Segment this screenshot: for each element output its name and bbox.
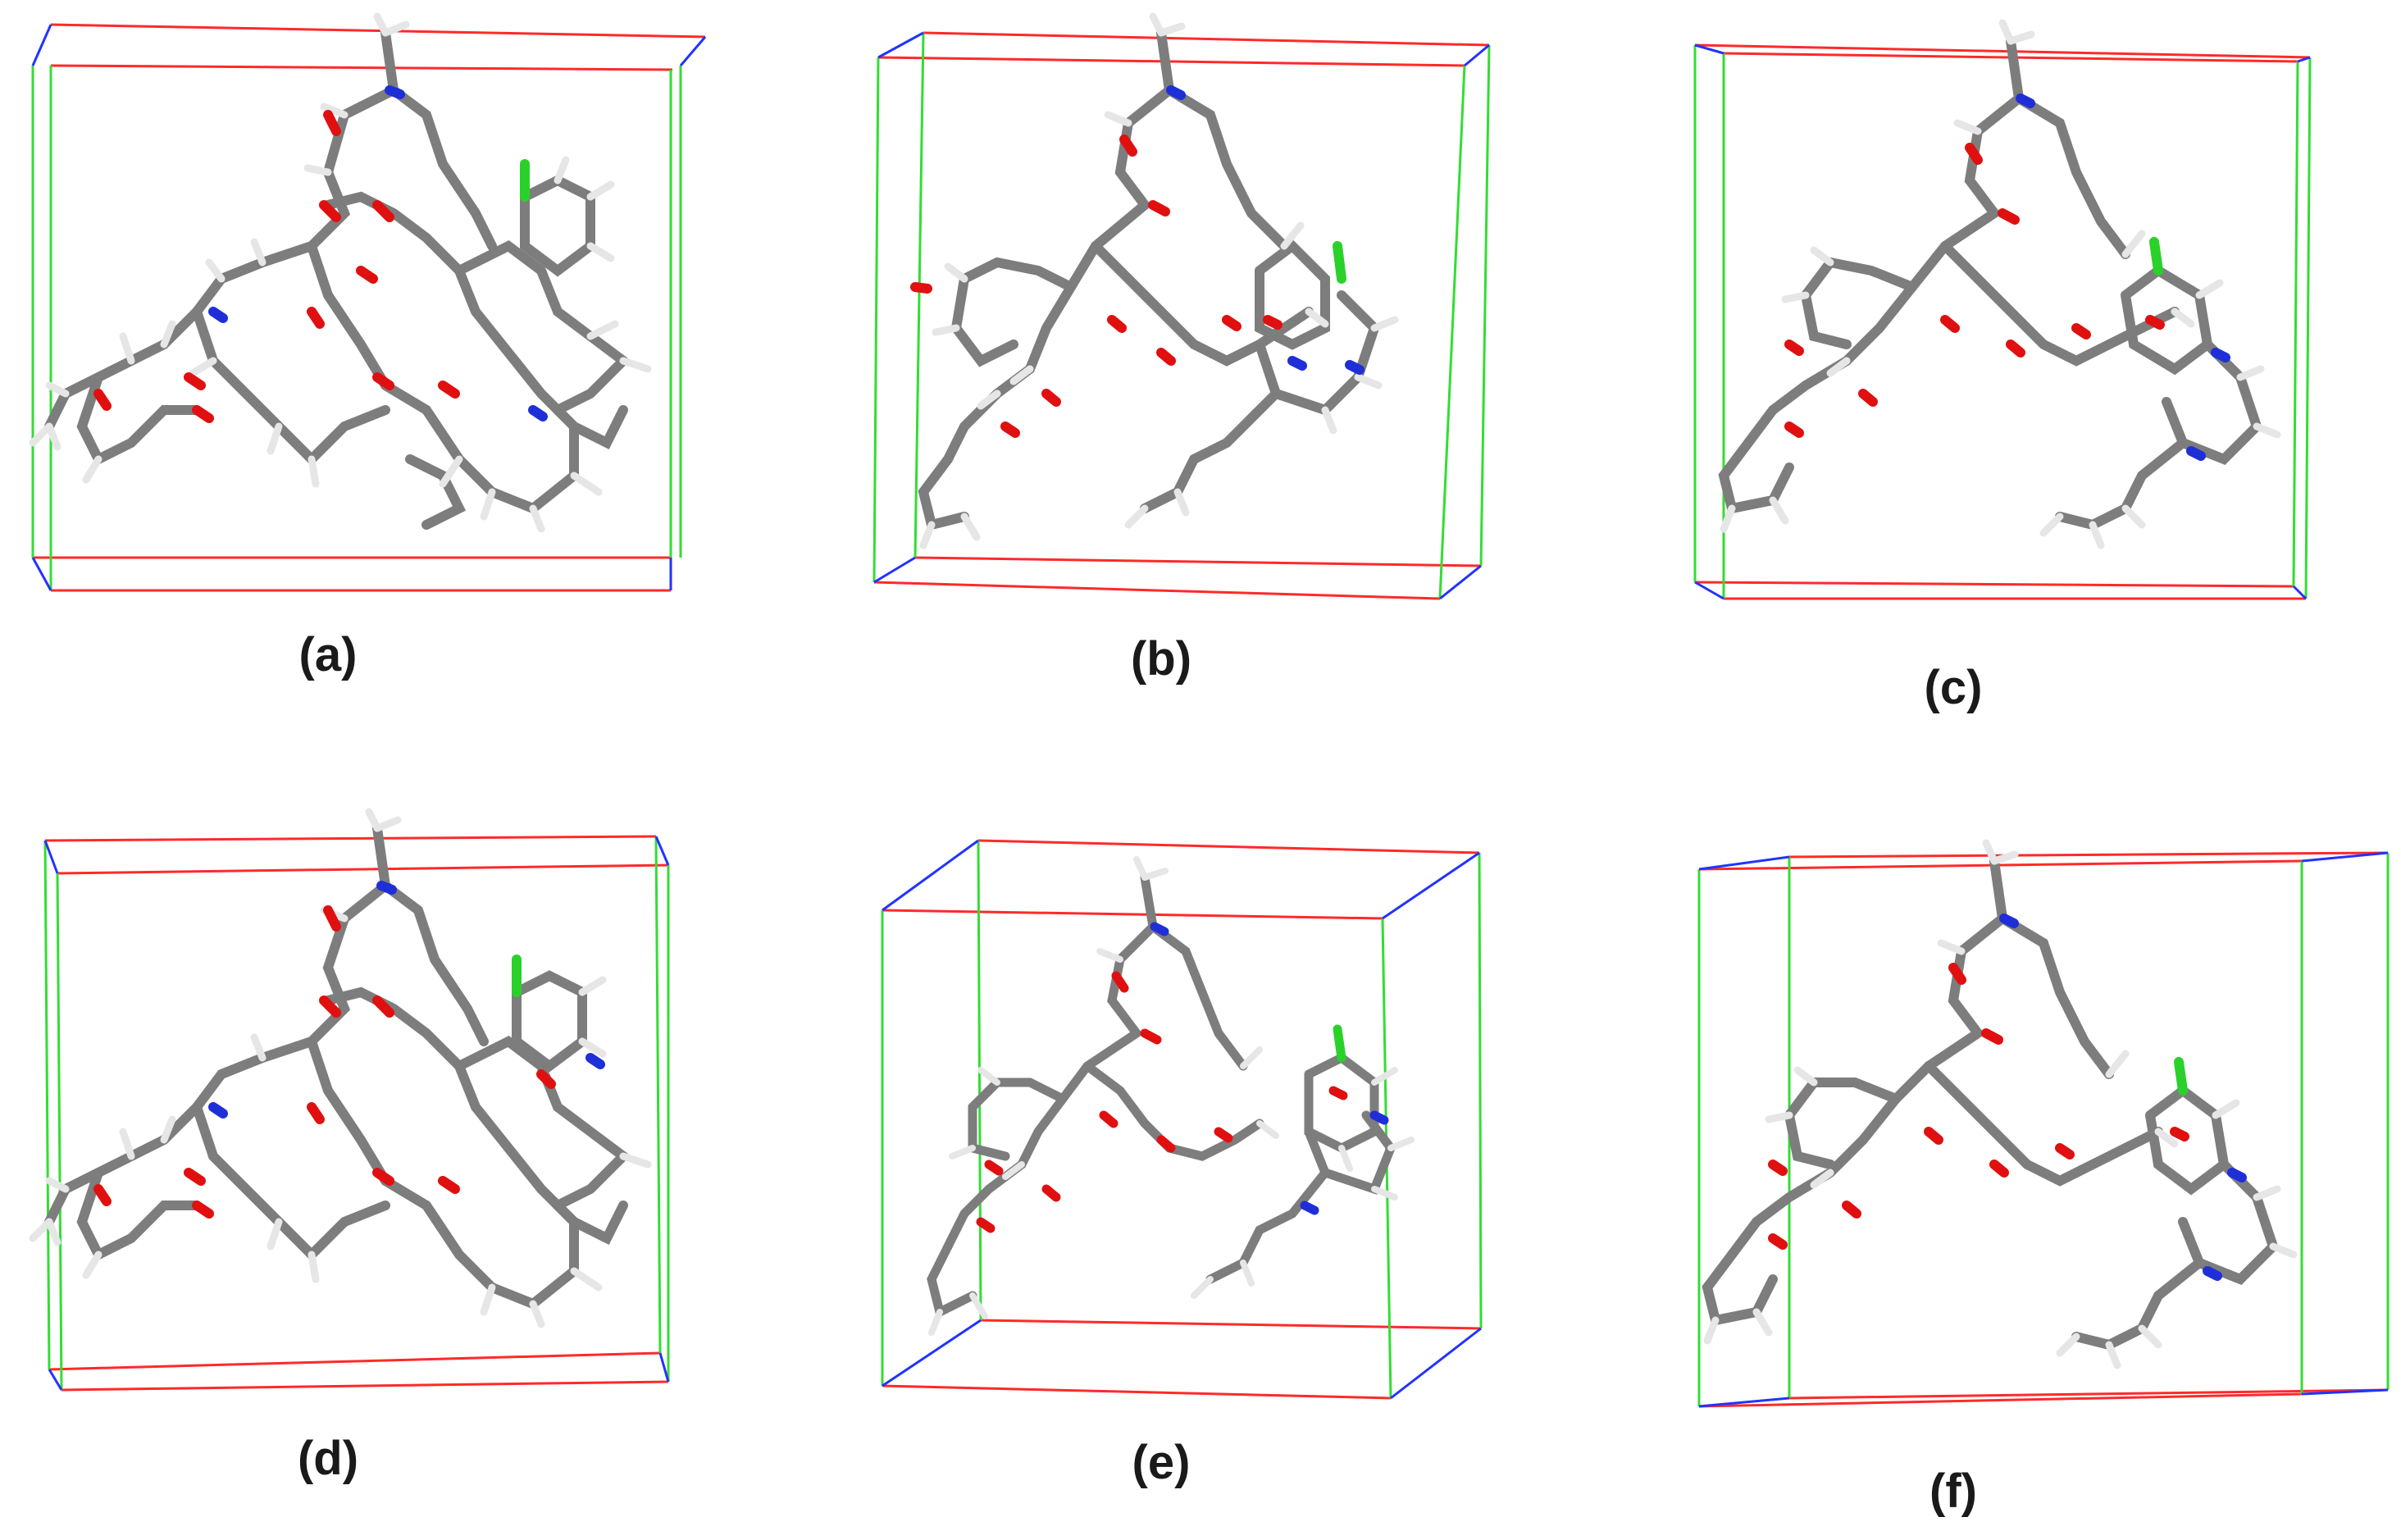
panel-c: (c) [1601,0,2401,738]
panel-d: (d) [0,804,800,1540]
molecule-a [29,12,652,533]
panel-b: (b) [800,0,1601,738]
oxygen-atoms [93,110,460,423]
molecule-c [1718,19,2281,549]
panel-f: (f) [1601,804,2401,1540]
molecule-b [910,12,1399,549]
panel-label-a: (a) [298,628,358,681]
panel-a: (a) [0,0,800,738]
panel-label-e: (e) [1132,1436,1191,1489]
unit-cell-c [1693,19,2312,600]
unit-cell-b [872,12,1491,600]
molecule-e [927,856,1415,1336]
panel-label-c: (c) [1924,661,1983,714]
panel-label-f: (f) [1929,1465,1977,1518]
panel-label-d: (d) [297,1432,359,1485]
cell-edges [31,23,707,592]
panel-label-b: (b) [1130,632,1192,686]
unit-cell-d [29,808,670,1392]
panel-e: (e) [800,804,1601,1540]
unit-cell-a [29,12,707,592]
unit-cell-e [881,839,1483,1400]
nitrogen-atoms [208,85,548,421]
hydrogens [29,12,652,533]
molecule-d [29,808,652,1328]
unit-cell-f [1697,839,2390,1408]
molecule-f [1702,839,2298,1369]
